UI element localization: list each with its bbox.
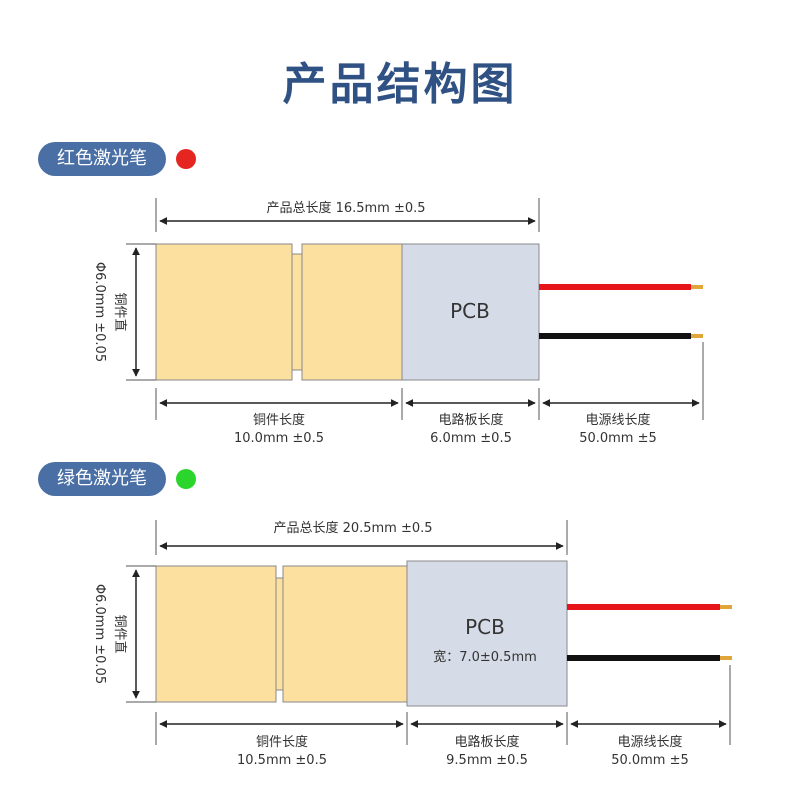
segment-name: 铜件长度 (256, 734, 308, 750)
page-title: 产品结构图 (282, 59, 518, 110)
black-wire (567, 655, 720, 661)
total-length-label: 产品总长度 20.5mm ±0.5 (273, 520, 432, 536)
green-laser-diagram: 产品总长度 20.5mm ±0.5 PCB 宽：7.0±0.5mm Φ6.0mm… (92, 520, 732, 768)
copper-neck (275, 577, 284, 691)
total-length-label: 产品总长度 16.5mm ±0.5 (266, 200, 425, 216)
segment-value: 10.5mm ±0.5 (237, 753, 327, 768)
diameter-part-label: 铜件直 (112, 292, 127, 331)
section-label-green: 绿色激光笔 (38, 462, 166, 496)
segment-name: 电路板长度 (438, 412, 503, 428)
pcb-width-label: 宽：7.0±0.5mm (433, 649, 537, 665)
segment-name: 电路板长度 (454, 734, 519, 750)
wire-tip (691, 285, 703, 289)
segment-value: 50.0mm ±5 (611, 753, 689, 768)
diameter-part-label: 铜件直 (112, 614, 127, 653)
copper-block-1 (155, 243, 293, 381)
pcb-board (401, 243, 540, 381)
copper-block-2 (301, 243, 403, 381)
section-label-red: 红色激光笔 (38, 142, 166, 176)
black-wire (539, 333, 691, 339)
segment-name: 铜件长度 (253, 412, 305, 428)
wire-tip (720, 605, 732, 609)
red-wire (567, 604, 720, 610)
red-wire (539, 284, 691, 290)
diameter-label: Φ6.0mm ±0.05 (92, 262, 107, 362)
pcb-label: PCB (465, 615, 505, 639)
diameter-label: Φ6.0mm ±0.05 (92, 584, 107, 684)
green-indicator-dot (176, 469, 196, 489)
copper-block-1 (155, 565, 277, 703)
red-laser-diagram: 产品总长度 16.5mm ±0.5 PCB Φ6.0mm ±0.05 铜件直 铜… (92, 198, 704, 446)
segment-value: 6.0mm ±0.5 (430, 431, 512, 446)
segment-name: 电源线长度 (585, 412, 650, 428)
segment-name: 电源线长度 (617, 734, 682, 750)
wire-tip (720, 656, 732, 660)
wire-tip (691, 334, 703, 338)
pcb-board (406, 560, 568, 707)
copper-neck (291, 253, 303, 371)
segment-value: 9.5mm ±0.5 (446, 753, 528, 768)
copper-block-2 (282, 565, 408, 703)
pcb-label: PCB (450, 299, 490, 323)
segment-value: 10.0mm ±0.5 (234, 431, 324, 446)
red-indicator-dot (176, 149, 196, 169)
segment-value: 50.0mm ±5 (579, 431, 657, 446)
